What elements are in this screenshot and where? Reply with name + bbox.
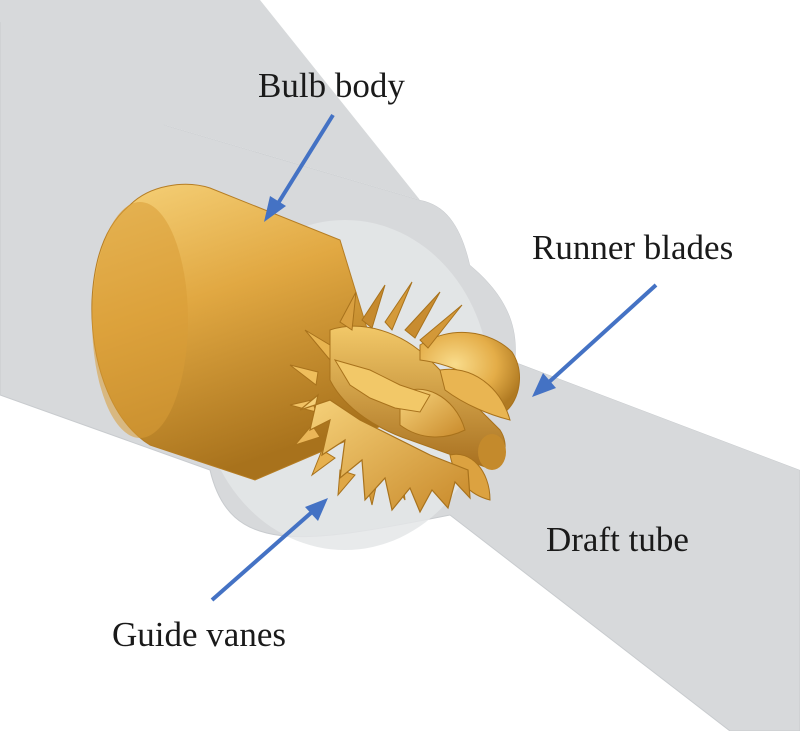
bulb-body-label: Bulb body [258,66,405,105]
bulb-body-end [92,202,188,438]
guide-vane-ring [299,393,471,514]
hub-tip [478,434,506,470]
guide-vanes-label: Guide vanes [112,615,286,654]
arrow-runner-blades [532,283,658,397]
runner-blade [439,368,511,421]
draft-tube-label: Draft tube [546,520,689,559]
arrow-bulb-body [264,113,335,222]
arrow-guide-vanes [210,498,328,602]
arrows [210,113,658,602]
runner-blades-label: Runner blades [532,228,734,267]
guide-vane-ring-inner [333,359,431,413]
housing-upper-band [0,0,420,200]
